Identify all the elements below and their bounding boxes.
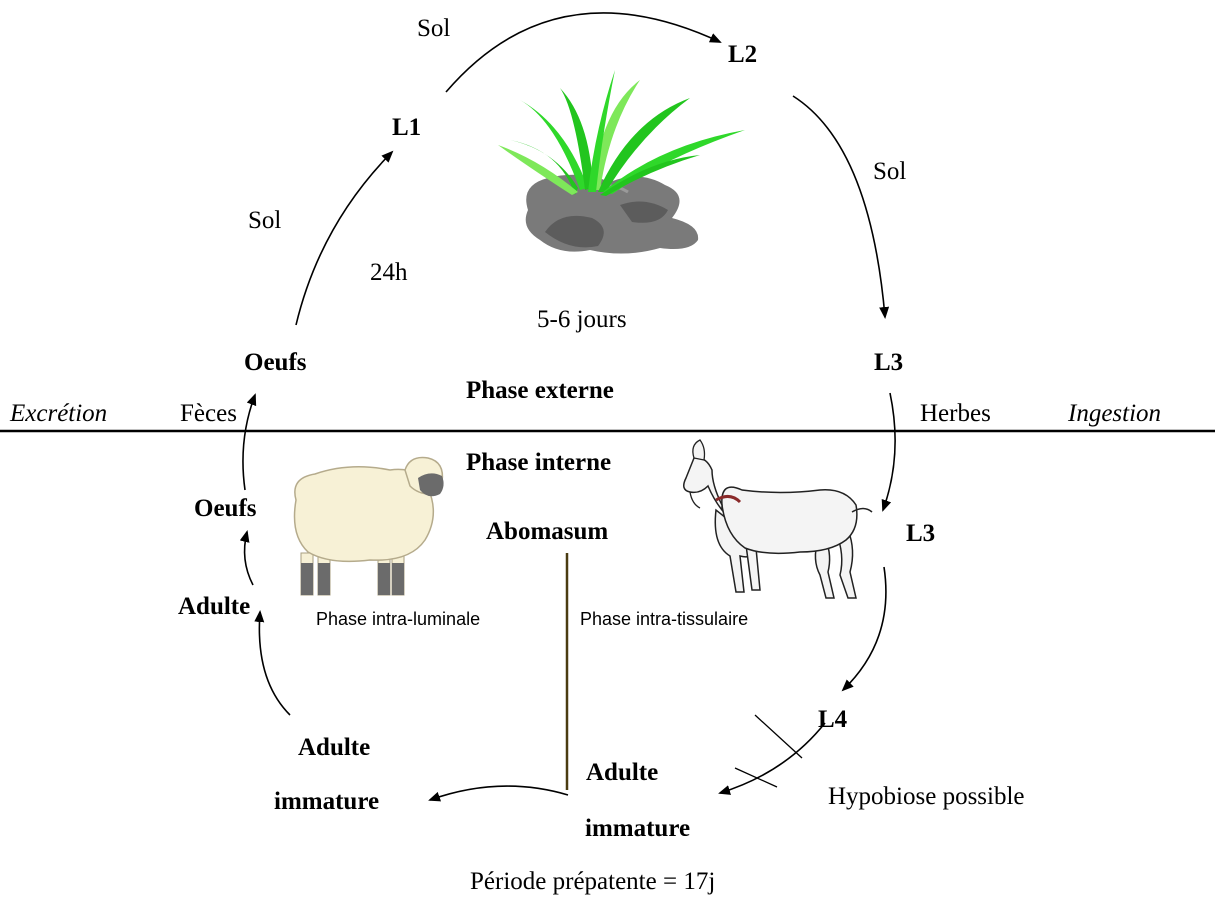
stage-immature-left-line2: immature [274,789,379,814]
stage-adult: Adulte [178,594,250,619]
phase-external-label: Phase externe [466,378,614,403]
arrow-eggs-to-l1 [296,152,392,325]
excretion-label: Excrétion [10,401,107,426]
duration-days: 5-6 jours [537,307,627,332]
ingestion-label: Ingestion [1068,401,1161,426]
grass-rock-illustration [498,70,745,254]
arrow-adult-to-eggs [245,532,253,585]
arrow-l4-to-immature [720,723,825,793]
phase-internal-label: Phase interne [466,450,611,475]
arrow-immature-to-adult [259,612,290,715]
herbs-label: Herbes [920,401,991,426]
stage-l4: L4 [818,707,847,732]
stage-l3-external: L3 [874,350,903,375]
prepatent-period-label: Période prépatente = 17j [470,869,715,894]
hypobiosis-label: Hypobiose possible [828,784,1025,809]
duration-24h: 24h [370,260,408,285]
stage-l2: L2 [728,42,757,67]
feces-label: Fèces [180,401,237,426]
stage-eggs-internal: Oeufs [194,496,257,521]
stage-l1: L1 [392,115,421,140]
arrow-immature-to-immature [430,786,568,800]
goat-illustration [684,440,872,598]
arrow-l1-to-l2 [446,13,720,92]
abomasum-label: Abomasum [486,519,608,544]
intra-luminal-label: Phase intra-luminale [316,610,480,628]
stage-immature-center-line1: Adulte [586,760,658,785]
sol-label-right: Sol [873,159,906,184]
sol-label-left: Sol [248,208,281,233]
stage-immature-left-line1: Adulte [298,735,370,760]
stage-l3-internal: L3 [906,521,935,546]
sheep-illustration [295,458,444,596]
arrow-eggs-to-eggs [243,395,255,490]
stage-eggs-external: Oeufs [244,350,307,375]
hypobiosis-mark-1 [755,715,802,758]
intra-tissular-label: Phase intra-tissulaire [580,610,748,628]
arrow-l2-to-l3 [793,96,885,317]
stage-immature-center-line2: immature [585,816,690,841]
sol-label-top: Sol [417,16,450,41]
arrow-l3-to-l3-internal [883,393,895,510]
